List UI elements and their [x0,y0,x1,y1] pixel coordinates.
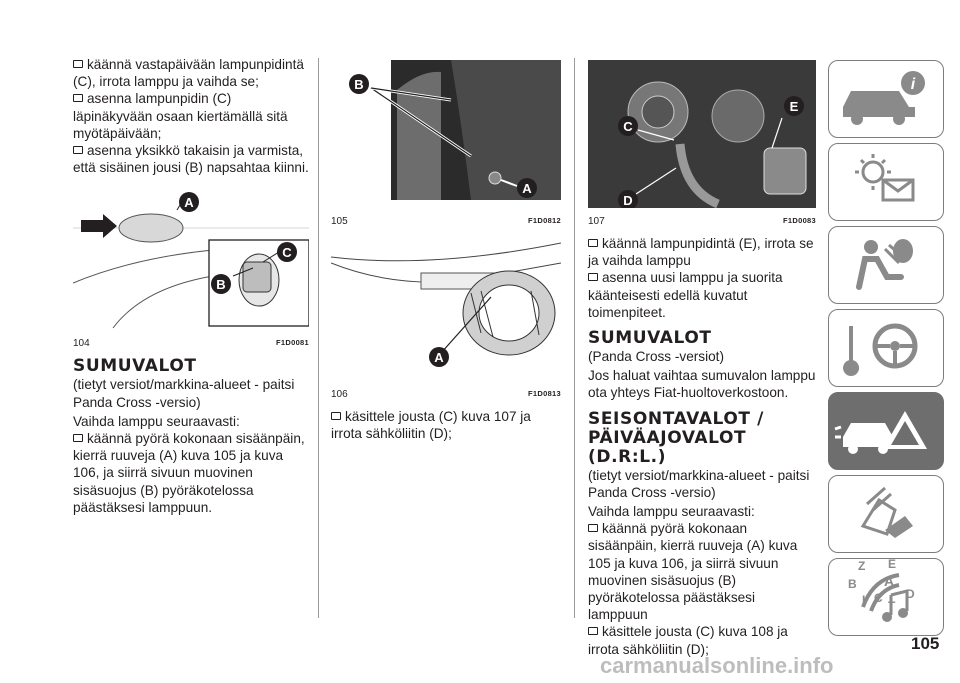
figure-code: F1D0813 [528,389,561,398]
figure-caption: 106 F1D0813 [331,389,561,400]
figure-code: F1D0083 [783,216,816,225]
svg-text:B: B [354,77,363,92]
column-3: E C D 107 F1D0083 käännä lampunpidintä (… [588,60,816,658]
bullet-text: asenna lampunpidin (C) läpinäkyvään osaa… [73,90,309,142]
bullet-text: asenna uusi lamppu ja suorita käänteises… [588,269,816,321]
label-C: C [277,242,297,263]
index-icon: Z E B A I C T D [848,557,915,613]
bullet-text: asenna yksikkö takaisin ja varmista, ett… [73,143,309,176]
figure-number: 105 [331,216,348,227]
safety-airbag-icon [856,239,913,290]
fog-light-illustration: A B C [72,188,310,331]
wheel-arch-illustration: B A [331,60,561,208]
figure-caption: 107 F1D0083 [588,216,816,227]
figure-105: B A 105 F1D0812 [331,60,561,227]
svg-text:i: i [911,76,916,93]
bullet-text: käsittele jousta (C) kuva 108 ja irrota … [588,623,816,657]
figure-104: A B C 104 F1D0081 [72,188,310,349]
tab-safety[interactable] [828,226,944,304]
svg-text:E: E [790,99,799,114]
car-service-icon [860,486,913,538]
section-heading: SUMUVALOT [73,356,197,377]
paragraph: Vaihda lamppu seuraavasti: [588,504,755,520]
svg-text:C: C [623,119,633,134]
section-heading: SEISONTAVALOT / PÄIVÄAJOVALOT (D.R:L.) [588,408,816,467]
figure-code: F1D0081 [276,338,309,348]
svg-text:I: I [862,593,865,607]
svg-text:B: B [216,277,225,292]
heading-line-1: SEISONTAVALOT / [588,408,764,429]
label-C: C [618,116,638,136]
fog-lamp-holder-illustration: E C D [588,60,816,210]
multimedia-icon [861,573,909,622]
svg-text:A: A [434,350,444,365]
paragraph: (tietyt versiot/markkina-alueet - paitsi… [73,377,295,410]
bullet-text: käännä lampunpidintä (E), irrota se ja v… [588,235,816,269]
tab-driving[interactable] [828,309,944,387]
column-2: B A 105 F1D0812 A 10 [330,60,562,442]
figure-code: F1D0812 [528,216,561,225]
svg-text:A: A [522,181,532,196]
column-1: käännä vastapäivään lampunpidintä (C), i… [72,56,310,516]
label-E: E [784,96,804,116]
tab-emergency[interactable] [828,392,944,470]
underbody-illustration: A [330,233,562,381]
svg-text:D: D [623,193,632,208]
figure-number: 104 [73,338,90,350]
watermark: carmanualsonline.info [600,653,834,678]
bullet-text: käsittele jousta (C) kuva 107 ja irrota … [331,408,561,442]
label-B: B [211,274,231,295]
svg-text:C: C [282,245,292,260]
column-divider [318,58,319,618]
car-info-icon: i [843,71,925,125]
svg-text:A: A [184,195,194,210]
label-A: A [429,347,449,367]
column-divider [574,58,575,618]
svg-text:D: D [906,587,915,601]
svg-text:Z: Z [858,559,865,573]
tab-multimedia[interactable] [828,558,944,636]
svg-text:C: C [874,591,883,605]
page-number: 105 [911,634,940,653]
figure-number: 106 [331,389,348,400]
paragraph: (Panda Cross -versiot) [588,349,724,365]
svg-text:E: E [888,558,896,571]
label-A: A [517,178,537,198]
paragraph: Vaihda lamppu seuraavasti: [73,413,240,429]
svg-text:T: T [888,599,896,613]
paragraph: (tietyt versiot/markkina-alueet - paitsi… [588,467,810,500]
tab-warning-lights[interactable] [828,143,944,221]
figure-caption: 104 F1D0081 [73,338,309,349]
heading-line-2: PÄIVÄAJOVALOT (D.R:L.) [588,427,747,467]
svg-text:B: B [848,577,857,591]
label-A: A [179,192,199,213]
paragraph: Jos haluat vaihtaa sumuvalon lamppu ota … [588,368,816,401]
section-heading: SUMUVALOT [588,328,712,349]
figure-106: A 106 F1D0813 [330,233,562,400]
steering-wheel-icon [843,323,918,376]
svg-text:A: A [884,573,894,589]
bullet-text: käännä vastapäivään lampunpidintä (C), i… [73,56,309,90]
emergency-icon [834,411,927,454]
figure-caption: 105 F1D0812 [331,216,561,227]
index-letters[interactable]: Z E B A I C T D [828,557,944,620]
tab-service[interactable] [828,475,944,553]
label-B: B [349,74,369,94]
tab-car-info[interactable]: i [828,60,944,138]
figure-number: 107 [588,216,605,227]
bullet-text: käännä pyörä kokonaan sisäänpäin, kierrä… [588,520,816,623]
figure-107: E C D 107 F1D0083 [588,60,816,227]
label-D: D [618,190,638,210]
bullet-text: käännä pyörä kokonaan sisäänpäin, kierrä… [73,430,309,516]
warning-lights-icon [855,154,915,202]
